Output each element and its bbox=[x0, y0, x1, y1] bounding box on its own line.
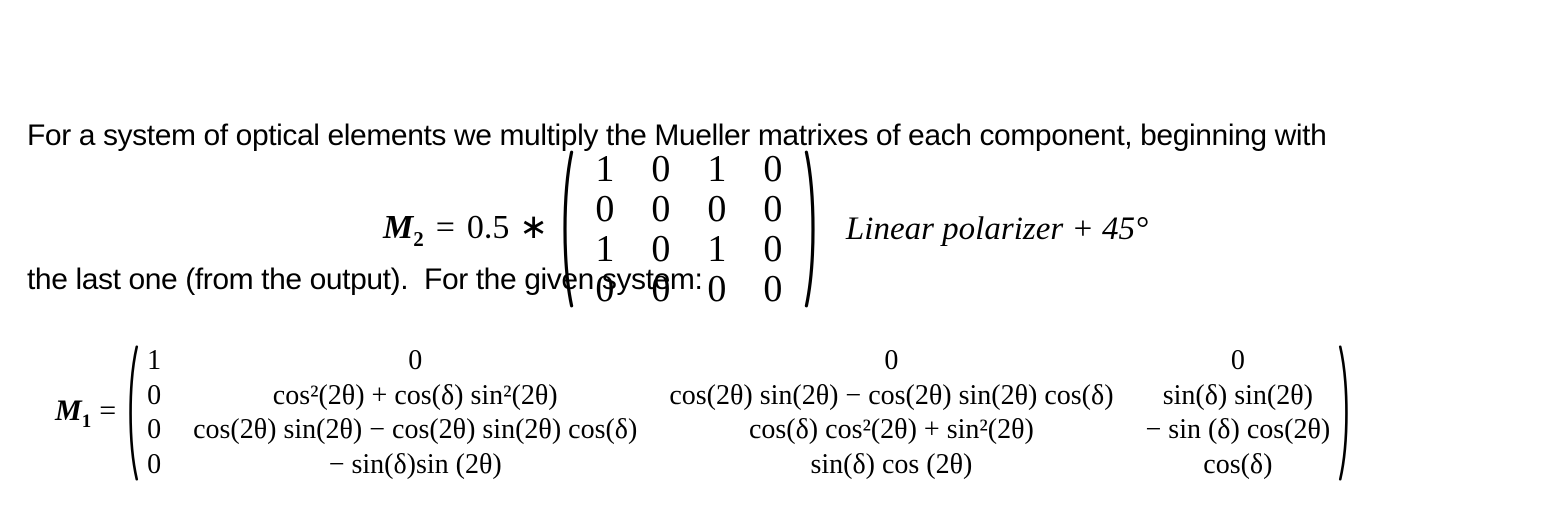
matrix-cell: 0 bbox=[595, 268, 615, 310]
m2-matrix: 1 0 1 0 0 0 0 0 1 0 1 0 0 0 0 0 bbox=[558, 149, 820, 309]
m2-right-paren bbox=[804, 149, 820, 309]
m1-equals-sign: = bbox=[99, 393, 117, 427]
m2-annotation: Linear polarizer + 45° bbox=[845, 210, 1149, 247]
matrix-cell: 1 bbox=[707, 148, 727, 190]
matrix-cell: 0 bbox=[884, 345, 899, 376]
matrix-cell: 0 bbox=[651, 268, 671, 310]
m2-multiply-operator: ∗ bbox=[519, 208, 548, 246]
m2-equals-sign: = bbox=[435, 208, 455, 246]
matrix-cell: 0 bbox=[147, 379, 162, 411]
matrix-cell: 0 bbox=[1230, 345, 1245, 376]
m2-subscript: 2 bbox=[413, 226, 424, 251]
matrix-cell: 0 bbox=[408, 345, 423, 376]
matrix-cell: − sin(δ)sin (2θ) bbox=[328, 448, 502, 480]
matrix-cell: 0 bbox=[763, 148, 783, 190]
matrix-cell: 0 bbox=[707, 188, 727, 230]
m1-left-paren bbox=[124, 344, 139, 482]
paragraph-line-2: the last one (from the output). For the … bbox=[27, 263, 703, 296]
matrix-cell: 1 bbox=[707, 228, 727, 270]
matrix-cell: 0 bbox=[651, 148, 671, 190]
matrix-cell: cos(δ) cos²(2θ) + sin²(2θ) bbox=[748, 414, 1034, 445]
matrix-cell: sin(δ) sin(2θ) bbox=[1162, 379, 1313, 411]
matrix-cell: cos(δ) bbox=[1203, 448, 1273, 480]
m1-subscript: 1 bbox=[81, 410, 92, 432]
m2-variable: M bbox=[383, 208, 414, 246]
matrix-cell: cos(2θ) sin(2θ) − cos(2θ) sin(2θ) cos(δ) bbox=[193, 414, 638, 445]
matrix-cell: 0 bbox=[595, 188, 615, 230]
m1-variable: M bbox=[55, 393, 82, 427]
matrix-cell: 0 bbox=[651, 228, 671, 270]
paragraph-line-1: For a system of optical elements we mult… bbox=[27, 119, 1327, 152]
matrix-cell: 1 bbox=[595, 228, 615, 270]
matrix-cell: cos²(2θ) + cos(δ) sin²(2θ) bbox=[272, 379, 558, 411]
matrix-cell: 1 bbox=[147, 345, 162, 376]
m1-lhs: M1 = bbox=[55, 394, 116, 433]
m2-matrix-grid: 1 0 1 0 0 0 0 0 1 0 1 0 0 0 0 0 bbox=[574, 149, 804, 309]
matrix-cell: cos(2θ) sin(2θ) − cos(2θ) sin(2θ) cos(δ) bbox=[669, 379, 1114, 411]
m1-matrix: 1 0 0 0 0 cos²(2θ) + cos(δ) sin²(2θ) cos… bbox=[124, 344, 1353, 482]
m2-lhs: M2 = 0.5∗ bbox=[383, 207, 548, 252]
m2-coefficient: 0.5 bbox=[466, 208, 510, 246]
matrix-cell: 1 bbox=[595, 148, 615, 190]
matrix-cell: 0 bbox=[147, 414, 162, 445]
matrix-cell: sin(δ) cos (2θ) bbox=[810, 448, 973, 480]
matrix-cell: 0 bbox=[763, 228, 783, 270]
m2-left-paren bbox=[558, 149, 574, 309]
equation-m2: M2 = 0.5∗ 1 0 1 0 0 0 0 0 1 0 1 0 0 0 0 0 bbox=[383, 148, 1148, 310]
matrix-cell: 0 bbox=[651, 188, 671, 230]
m1-right-paren bbox=[1338, 344, 1353, 482]
matrix-cell: − sin (δ) cos(2θ) bbox=[1145, 414, 1331, 445]
matrix-cell: 0 bbox=[763, 188, 783, 230]
matrix-cell: 0 bbox=[763, 268, 783, 310]
matrix-cell: 0 bbox=[707, 268, 727, 310]
matrix-cell: 0 bbox=[147, 448, 162, 480]
m1-matrix-grid: 1 0 0 0 0 cos²(2θ) + cos(δ) sin²(2θ) cos… bbox=[139, 344, 1338, 482]
intro-paragraph: For a system of optical elements we mult… bbox=[27, 16, 1327, 352]
equation-m1: M1= 1 0 0 0 0 cos²(2θ) + cos(δ) sin²(2θ)… bbox=[55, 339, 1353, 487]
